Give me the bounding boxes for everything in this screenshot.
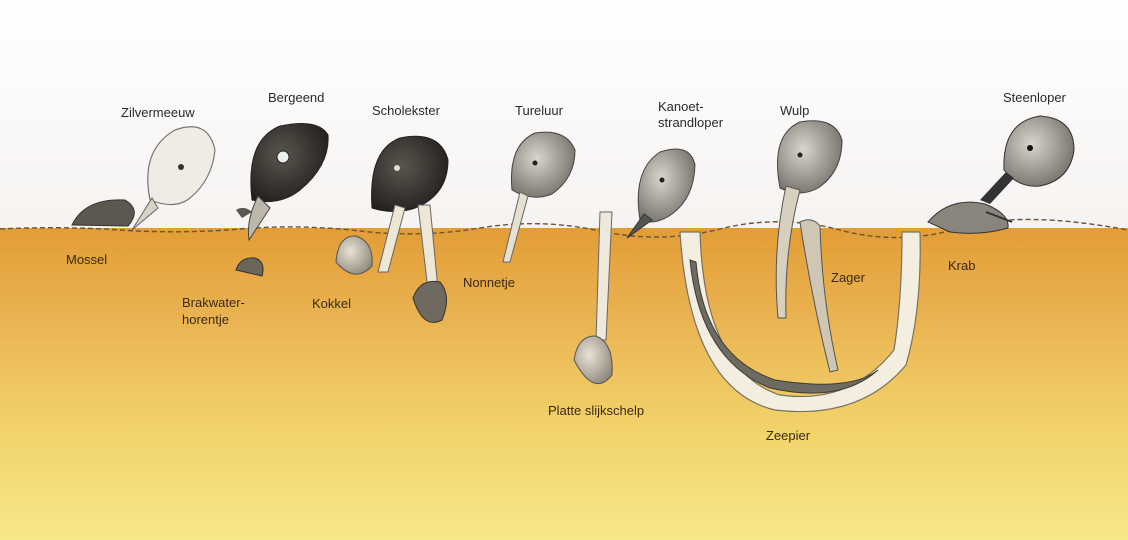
label-krab: Krab: [948, 258, 975, 274]
knot-head-drawing: [627, 149, 695, 238]
label-nonnetje: Nonnetje: [463, 275, 515, 291]
turnstone-head-drawing: [980, 116, 1074, 204]
cockle-drawing: [336, 236, 372, 274]
label-mossel: Mossel: [66, 252, 107, 268]
label-kanoet-line2: strandloper: [658, 115, 723, 131]
label-bergeend: Bergeend: [268, 90, 324, 106]
tellin-drawing: [413, 281, 447, 322]
label-zilvermeeuw: Zilvermeeuw: [121, 105, 195, 121]
mussel-drawing: [72, 200, 134, 226]
oystercatcher-head-drawing: [372, 136, 448, 290]
lugworm-burrow-drawing: [680, 232, 920, 412]
label-kanoet-line1: Kanoet-: [658, 99, 704, 115]
label-brakwater-line1: Brakwater-: [182, 295, 245, 311]
label-brakwater-line2: horentje: [182, 312, 229, 328]
label-scholekster: Scholekster: [372, 103, 440, 119]
redshank-head-drawing: [503, 132, 575, 262]
gull-head-drawing: [132, 127, 215, 230]
label-zeepier: Zeepier: [766, 428, 810, 444]
ragworm-drawing: [800, 220, 838, 372]
label-platte-slijkschelp: Platte slijkschelp: [548, 403, 644, 419]
flat-shell-drawing: [574, 212, 612, 384]
shelduck-head-drawing: [236, 123, 328, 240]
crab-drawing: [928, 202, 1012, 233]
label-kokkel: Kokkel: [312, 296, 351, 312]
label-wulp: Wulp: [780, 103, 809, 119]
label-zager: Zager: [831, 270, 865, 286]
snail-drawing: [236, 258, 263, 276]
label-steenloper: Steenloper: [1003, 90, 1066, 106]
label-tureluur: Tureluur: [515, 103, 563, 119]
